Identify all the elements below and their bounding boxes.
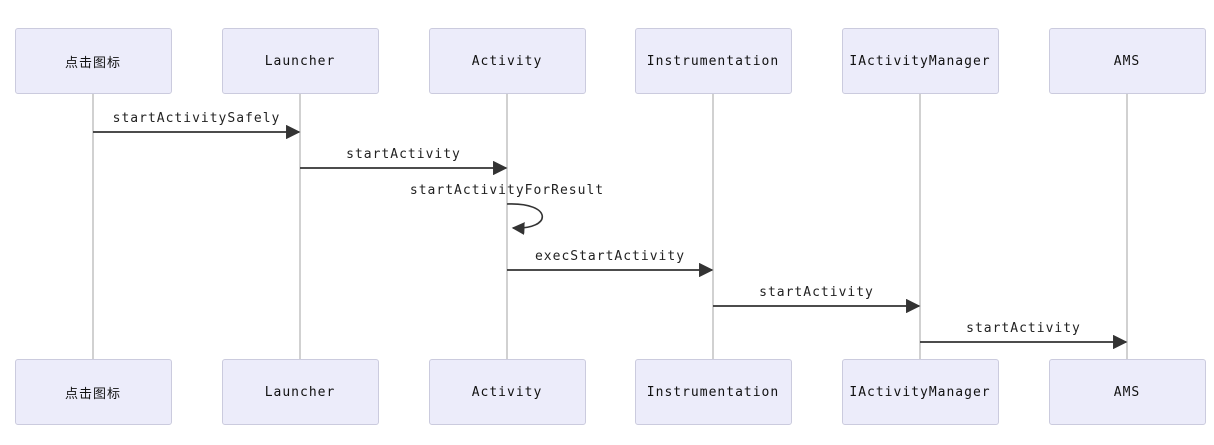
participant-box-instrumentation-top: Instrumentation (634, 28, 792, 94)
participant-box-click-icon-top: 点击图标 (14, 28, 172, 94)
participant-label: Activity (471, 53, 543, 69)
participant-label: Activity (471, 384, 543, 400)
message-label-3: execStartActivity (534, 249, 686, 264)
participant-label: AMS (1113, 384, 1141, 400)
participant-label: 点击图标 (64, 55, 121, 71)
participant-box-iactivity-manager-bottom: IActivityManager (841, 359, 999, 425)
participant-label: AMS (1113, 53, 1141, 69)
message-label-2: startActivityForResult (409, 183, 605, 198)
participant-label: Launcher (264, 384, 336, 400)
message-label-0: startActivitySafely (112, 111, 281, 126)
message-self-loop-2 (506, 203, 543, 235)
participant-label: IActivityManager (849, 384, 991, 400)
participant-box-instrumentation-bottom: Instrumentation (634, 359, 792, 425)
participant-box-launcher-bottom: Launcher (221, 359, 379, 425)
participant-label: Instrumentation (646, 53, 780, 69)
participant-box-activity-top: Activity (428, 28, 586, 94)
participant-label: Instrumentation (646, 384, 780, 400)
participant-label: Launcher (264, 53, 336, 69)
participant-label: 点击图标 (64, 386, 121, 402)
participant-box-launcher-top: Launcher (221, 28, 379, 94)
participant-box-click-icon-bottom: 点击图标 (14, 359, 172, 425)
participant-box-activity-bottom: Activity (428, 359, 586, 425)
participant-box-iactivity-manager-top: IActivityManager (841, 28, 999, 94)
participant-box-ams-top: AMS (1048, 28, 1206, 94)
message-label-1: startActivity (346, 147, 461, 162)
message-label-4: startActivity (759, 285, 874, 300)
participant-box-ams-bottom: AMS (1048, 359, 1206, 425)
message-label-5: startActivity (966, 321, 1081, 336)
participant-label: IActivityManager (849, 53, 991, 69)
